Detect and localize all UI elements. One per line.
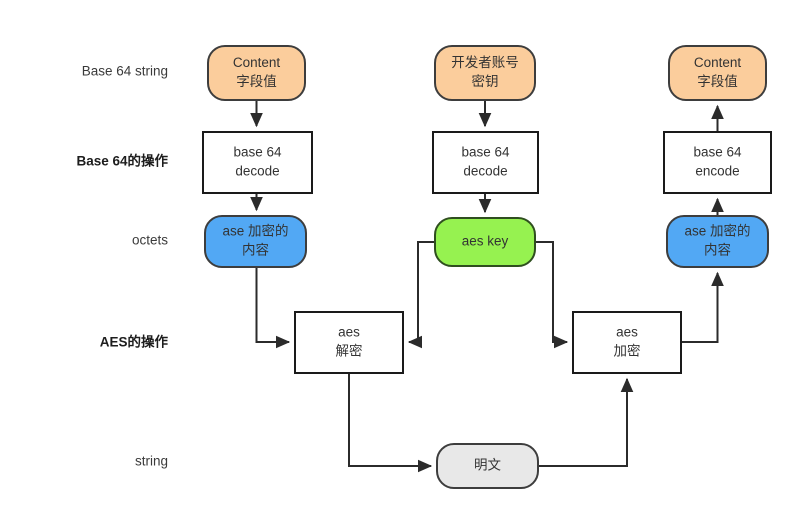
developer-account-key-shape — [434, 45, 536, 101]
aes-decrypt-label-line-2: 解密 — [336, 343, 363, 359]
plaintext-shape — [436, 443, 539, 489]
edge-aes-encrypt-to-encrypted-right — [681, 271, 724, 343]
base64-decode-middle-label-line-1: base 64 — [461, 145, 510, 160]
row-base64-op: Base 64的操作 — [76, 153, 168, 169]
content-field-value-right[interactable]: Content 字段值 — [668, 45, 767, 101]
edge-aes-key-to-aes-encrypt — [535, 241, 569, 349]
edge-aes-key-to-aes-decrypt — [407, 241, 435, 349]
base64-encode-right-shape — [663, 131, 772, 194]
base64-decode-middle[interactable]: base 64 decode — [432, 131, 539, 194]
row-string: string — [135, 454, 168, 469]
base64-decode-left-label-line-1: base 64 — [233, 145, 282, 160]
content-field-value-left-shape — [207, 45, 306, 101]
aes-encrypted-content-right-label-line-1: ase 加密的 — [684, 223, 750, 239]
base64-decode-left-label-line-2: decode — [235, 164, 279, 179]
base64-encode-right-label-line-1: base 64 — [693, 145, 742, 160]
base64-encode-right-label-line-2: encode — [695, 164, 739, 179]
edges-layer — [250, 100, 724, 473]
content-field-value-right-shape — [668, 45, 767, 101]
developer-account-key-label-line-1: 开发者账号 — [451, 55, 519, 70]
aes-encrypt-shape — [572, 311, 682, 374]
aes-encrypted-content-left-shape — [204, 215, 307, 268]
aes-key-label-line-1: aes key — [462, 234, 509, 249]
aes-encrypt-label-line-1: aes — [616, 325, 638, 340]
aes-encrypted-content-left-label-line-1: ase 加密的 — [222, 223, 288, 239]
base64-decode-middle-shape — [432, 131, 539, 194]
developer-account-key-label-line-2: 密钥 — [472, 73, 499, 89]
content-field-value-left-label-line-2: 字段值 — [236, 74, 277, 89]
aes-decrypt[interactable]: aes 解密 — [294, 311, 404, 374]
aes-encrypted-content-right-label-line-2: 内容 — [704, 242, 731, 258]
base64-decode-left[interactable]: base 64 decode — [202, 131, 313, 194]
base64-decode-middle-label-line-2: decode — [463, 164, 507, 179]
edge-aes-decrypt-to-plaintext — [348, 373, 433, 473]
plaintext-label-line-1: 明文 — [474, 458, 501, 473]
content-field-value-left[interactable]: Content 字段值 — [207, 45, 306, 101]
content-field-value-left-label-line-1: Content — [233, 55, 281, 70]
edge-encrypted-left-to-aes-decrypt — [255, 267, 291, 349]
aes-encrypt-label-line-2: 加密 — [614, 343, 641, 359]
aes-encrypted-content-right-shape — [666, 215, 769, 268]
base64-decode-left-shape — [202, 131, 313, 194]
edge-plaintext-to-aes-encrypt — [538, 377, 634, 467]
base64-encode-right[interactable]: base 64 encode — [663, 131, 772, 194]
aes-encrypted-content-left-label-line-2: 内容 — [242, 242, 269, 258]
row-aes-op: AES的操作 — [100, 334, 169, 350]
aes-encrypt[interactable]: aes 加密 — [572, 311, 682, 374]
aes-decrypt-label-line-1: aes — [338, 325, 360, 340]
aes-key[interactable]: aes key — [434, 217, 536, 267]
row-octets: octets — [132, 233, 168, 248]
aes-key-shape — [434, 217, 536, 267]
content-field-value-right-label-line-2: 字段值 — [697, 74, 738, 89]
row-base64-string: Base 64 string — [82, 64, 168, 79]
aes-decrypt-shape — [294, 311, 404, 374]
plaintext[interactable]: 明文 — [436, 443, 539, 489]
content-field-value-right-label-line-1: Content — [694, 55, 742, 70]
